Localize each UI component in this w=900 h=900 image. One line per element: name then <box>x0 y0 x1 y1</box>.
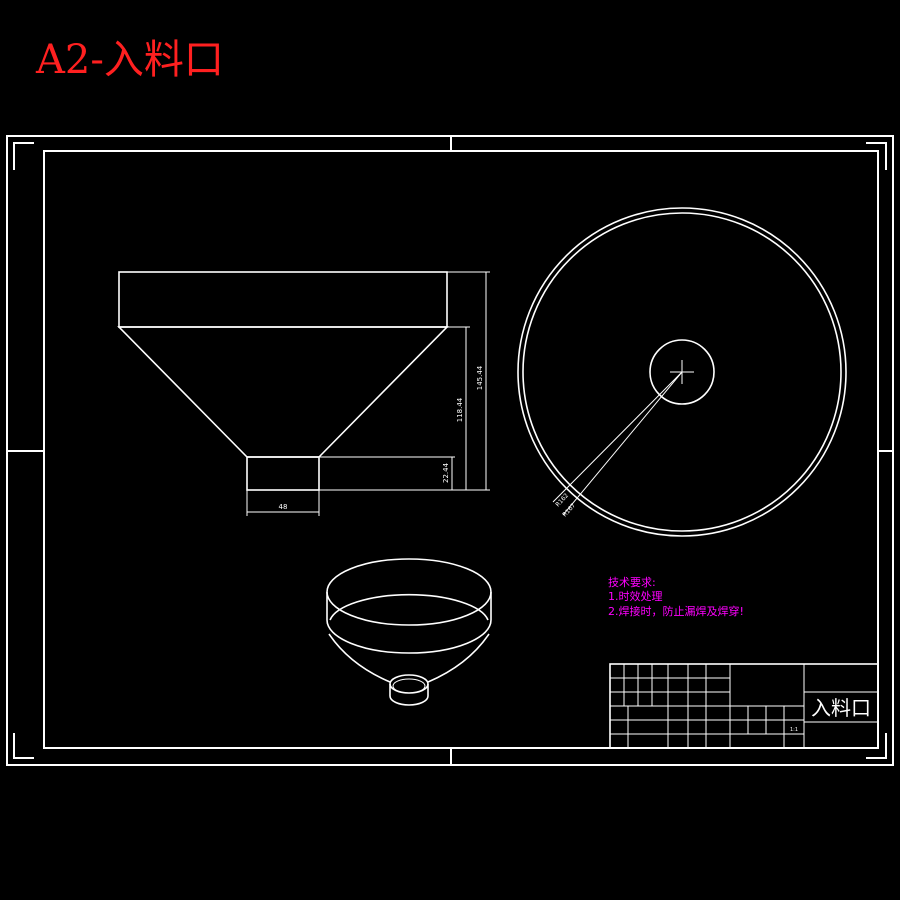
dim-total-height: 145.44 <box>476 365 484 390</box>
dim-cone-height: 118.44 <box>456 397 464 422</box>
trim-mark-tl <box>13 142 34 170</box>
top-view-outer-circle <box>517 207 847 537</box>
iso-cone-right <box>427 633 490 683</box>
iso-top-ellipse <box>326 558 492 626</box>
iso-rim-front <box>326 592 492 654</box>
tech-item-2: 2.焊接时，防止漏焊及焊穿! <box>608 604 744 618</box>
tech-notes: 技术要求: 1.时效处理 2.焊接时，防止漏焊及焊穿! <box>608 576 744 618</box>
iso-neck-body <box>389 684 429 706</box>
trim-mark-tr <box>866 142 887 170</box>
dim-bottom-width: 48 <box>279 503 288 511</box>
tech-heading: 技术要求: <box>608 576 656 589</box>
isometric-view <box>326 558 492 706</box>
radius-leader-inner <box>552 371 683 503</box>
title-block: 入料口 1:1 <box>609 663 879 749</box>
iso-neck-inner <box>392 678 426 694</box>
hopper-cone <box>117 326 449 458</box>
drawing-title: A2-入料口 <box>36 37 224 83</box>
title-block-scale: 1:1 <box>790 727 798 733</box>
title-block-part-name: 入料口 <box>811 696 871 720</box>
radius-leader-outer <box>562 371 683 516</box>
iso-cone-left <box>328 633 391 683</box>
top-view-inner-circle <box>522 212 842 532</box>
dim-radius-inner: R167 <box>561 502 577 518</box>
iso-rim-inner <box>329 593 489 621</box>
hopper-rim <box>118 271 448 328</box>
dim-neck-height: 22.44 <box>442 462 450 483</box>
trim-mark-bl <box>13 733 34 759</box>
top-view-neck-circle <box>649 339 715 405</box>
trim-mark-br <box>866 733 887 759</box>
front-view: 48 145.44 118.44 22.44 <box>117 271 490 516</box>
sheet-inner-frame <box>43 150 879 749</box>
top-view: R162 R167 <box>517 207 847 537</box>
tech-item-1: 1.时效处理 <box>608 589 663 603</box>
hopper-neck <box>246 456 320 491</box>
